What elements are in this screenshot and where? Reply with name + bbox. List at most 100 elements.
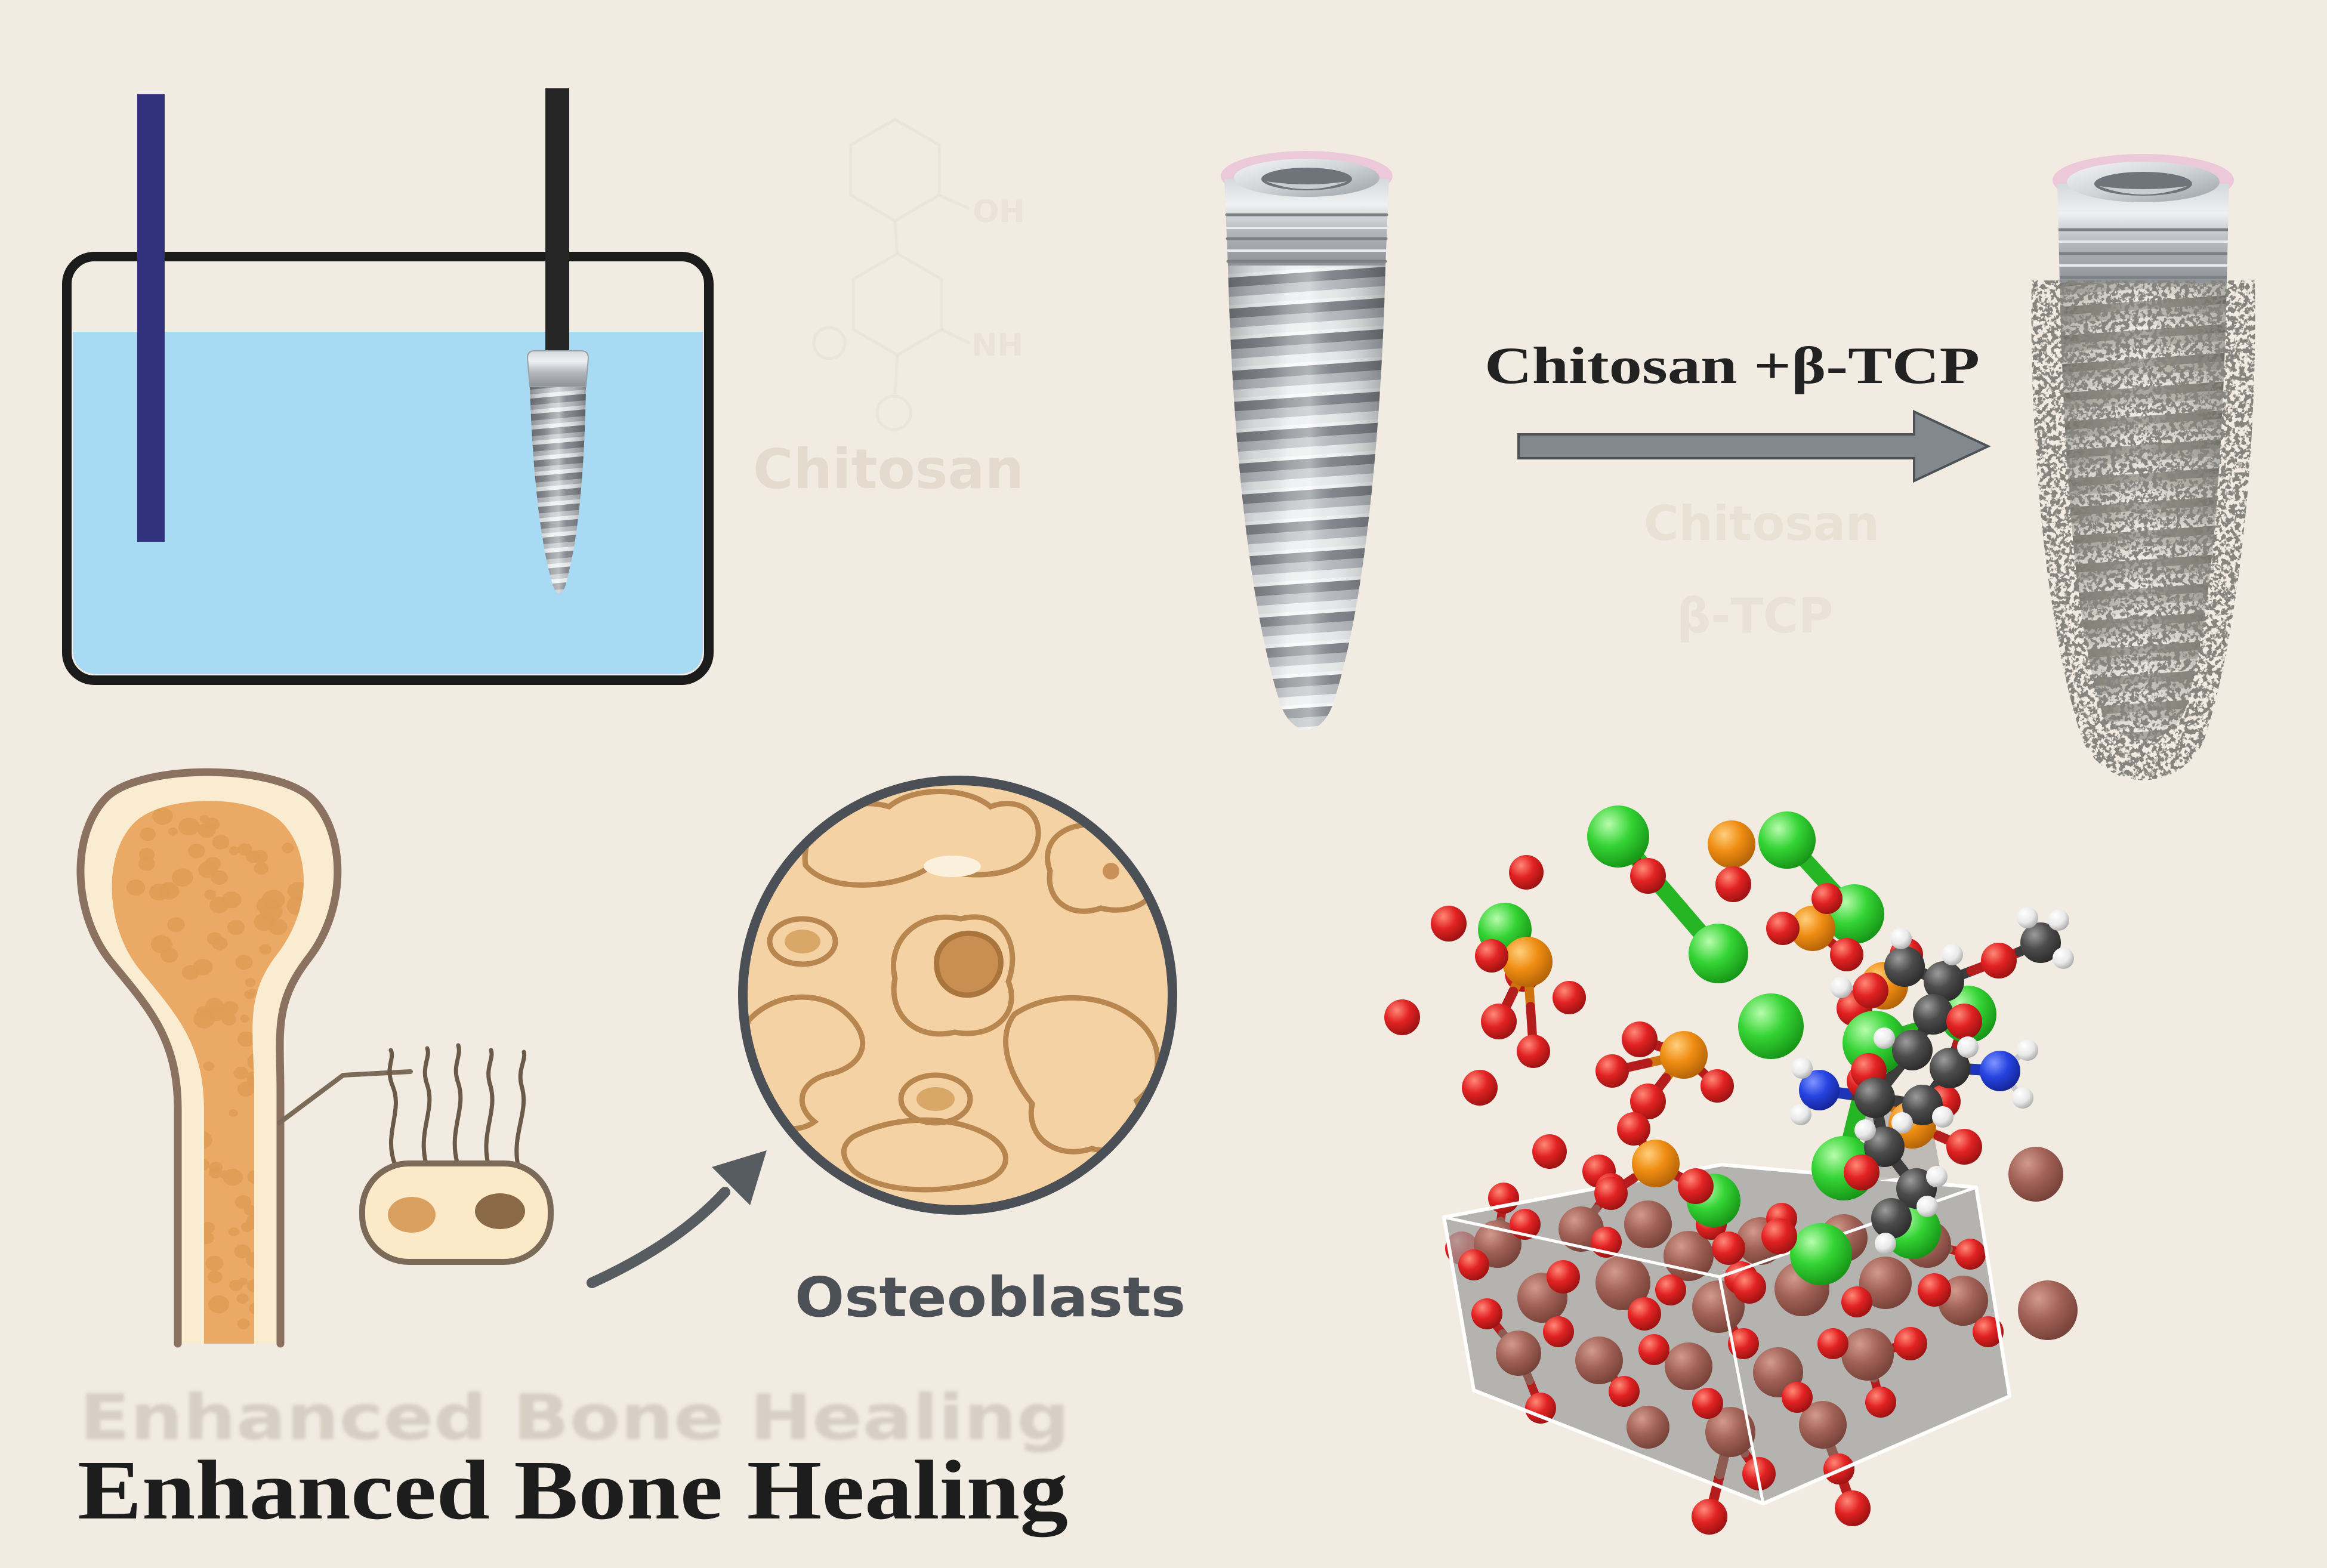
atom-h1 xyxy=(1890,928,1912,949)
atom-g6 xyxy=(1738,993,1804,1059)
atom-o21 xyxy=(1700,1069,1734,1103)
collar-threads xyxy=(1225,213,1388,263)
atom-c1 xyxy=(1884,946,1925,987)
bone-dot xyxy=(237,1031,256,1047)
atom-c11 xyxy=(1871,1198,1912,1239)
bone-dot xyxy=(229,846,239,856)
bone-dot xyxy=(229,1109,238,1117)
atom-x22 xyxy=(1525,1393,1556,1424)
atom-b11 xyxy=(1859,1257,1912,1309)
atom-h7 xyxy=(1874,1027,1895,1049)
bone-dot xyxy=(207,1270,223,1283)
beaker xyxy=(62,252,714,685)
atom-o31 xyxy=(1594,1177,1628,1210)
atom-h16 xyxy=(1875,1233,1896,1254)
ion-cluster-and-chitosan xyxy=(1475,805,2078,1340)
bone-dot xyxy=(209,1162,223,1174)
bone-dot xyxy=(126,879,146,896)
atom-o14 xyxy=(1517,1035,1550,1068)
atom-o30 xyxy=(1617,1112,1650,1146)
atom-x20 xyxy=(1543,1316,1574,1347)
atom-h15 xyxy=(1916,1196,1938,1217)
atom-h6 xyxy=(1831,977,1852,998)
atom-b5 xyxy=(1624,1200,1672,1248)
bone-dot xyxy=(256,896,278,915)
bone-dot xyxy=(234,1195,251,1209)
bone-dot xyxy=(238,1277,248,1286)
atom-x1 xyxy=(1458,1249,1489,1280)
atom-x24 xyxy=(1692,1388,1723,1419)
atom-o1 xyxy=(1431,906,1467,942)
atom-h11 xyxy=(1891,1112,1913,1134)
bone-dot xyxy=(201,1221,215,1234)
atom-b16 xyxy=(1665,1342,1712,1390)
bone-dot xyxy=(205,1255,224,1271)
atom-o20 xyxy=(1630,1084,1666,1119)
bone-dot xyxy=(237,1081,255,1097)
atom-b17 xyxy=(1575,1336,1623,1384)
bone-dot xyxy=(167,917,185,933)
atom-n2 xyxy=(1799,1070,1840,1110)
atom-x26 xyxy=(1865,1387,1896,1418)
atom-x6 xyxy=(1655,1274,1686,1305)
beta-tcp-crystal-atoms xyxy=(1458,1173,2004,1535)
bone-dot xyxy=(206,932,223,946)
atom-b00 xyxy=(2018,1280,2078,1340)
cell-nucleus-right xyxy=(475,1193,525,1229)
chitosan-structure-watermark: OH NH xyxy=(812,118,1025,431)
atom-g2 xyxy=(1689,924,1748,983)
btcp-coating-speckle xyxy=(2031,280,2255,780)
atom-o28 xyxy=(1733,1270,1766,1304)
watermark-btcp-right: β-TCP xyxy=(1677,588,1833,644)
atom-h14 xyxy=(1926,1166,1948,1187)
atom-x25 xyxy=(1782,1382,1813,1413)
bone-dot xyxy=(181,965,199,980)
atom-c8 xyxy=(1854,1078,1895,1118)
cell-body xyxy=(359,1160,554,1265)
bone-outline xyxy=(76,768,342,1348)
bone-dot xyxy=(228,1227,239,1237)
atom-c9 xyxy=(1864,1126,1905,1167)
bone-dot xyxy=(188,844,206,859)
molecular-model xyxy=(1384,805,2078,1535)
atom-b19 xyxy=(1705,1407,1755,1457)
bone-dot xyxy=(245,978,256,987)
coated-implant xyxy=(2031,154,2255,780)
atom-x23 xyxy=(1609,1376,1640,1407)
atom-o13 xyxy=(1481,1004,1517,1039)
bone-dot xyxy=(204,889,217,900)
bone-dot xyxy=(246,850,261,863)
bone-dot xyxy=(222,1001,239,1015)
atom-b4 xyxy=(1595,1255,1650,1310)
cell-filaments xyxy=(387,1043,527,1168)
atom-o27 xyxy=(1712,1231,1745,1265)
atom-n1 xyxy=(1980,1051,2020,1091)
bone-dot xyxy=(138,856,155,871)
atom-b20 xyxy=(1799,1401,1847,1449)
atom-x29 xyxy=(1692,1499,1727,1535)
osteoblast-cell xyxy=(359,1043,554,1265)
atom-h2 xyxy=(1942,944,1963,965)
implant-body-shading xyxy=(1228,266,1385,730)
bone-dot xyxy=(208,1295,230,1314)
atom-g11 xyxy=(1790,1223,1852,1285)
atom-p2 xyxy=(1502,937,1553,987)
atom-x14 xyxy=(1955,1239,1986,1270)
bare-implant xyxy=(1221,151,1393,730)
osteoblasts-circle xyxy=(738,776,1177,1215)
atom-x15 xyxy=(1973,1316,2004,1347)
bone-dot xyxy=(221,1013,237,1026)
bone-dot xyxy=(160,947,178,963)
atom-x16 xyxy=(1894,1327,1927,1360)
atom-b18 xyxy=(1496,1331,1541,1376)
implant-carrier-cap xyxy=(526,350,590,387)
atom-x3 xyxy=(1547,1260,1580,1294)
atom-b21 xyxy=(1627,1406,1669,1449)
atom-c2 xyxy=(1924,961,1964,1002)
atom-h5 xyxy=(2017,907,2038,928)
atom-h18 xyxy=(1791,1057,1813,1079)
bone-dot xyxy=(254,913,275,931)
coating-label: Chitosan +β-TCP xyxy=(1485,337,1980,395)
atom-x11 xyxy=(1841,1286,1872,1317)
atom-o42 xyxy=(1946,1004,1982,1039)
